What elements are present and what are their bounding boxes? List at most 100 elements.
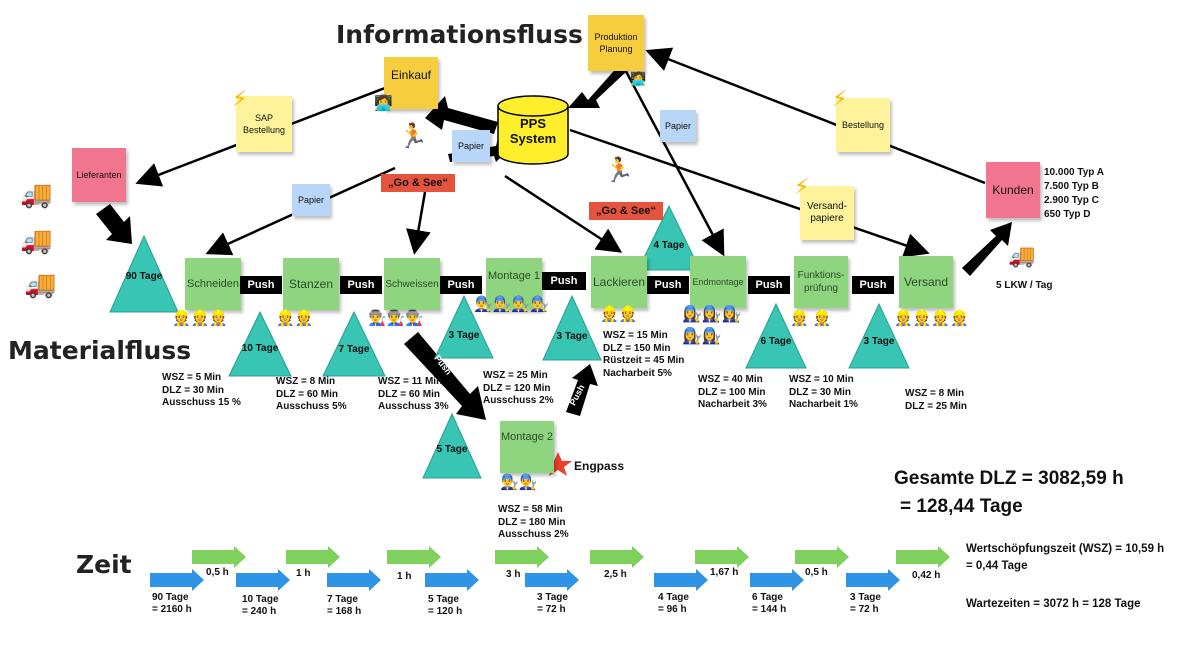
inventory-triangles xyxy=(109,204,910,479)
stats-schweissen: WSZ = 11 Min DLZ = 60 Min Ausschuss 3% xyxy=(378,376,449,412)
pps-system-database-icon xyxy=(497,95,569,165)
worker-icons: 👩‍🔧👩‍🔧👩‍🔧👩‍🔧👩‍🔧 xyxy=(682,306,742,345)
lieferanten-delivery-arrow xyxy=(96,204,132,244)
blue-time-arrow xyxy=(150,569,204,591)
process-schweissen: Schweissen xyxy=(384,258,440,310)
inventory-label: 90 Tage xyxy=(125,271,163,282)
worker-icons: 👷 👷 xyxy=(790,310,832,327)
inventory-triangle xyxy=(848,302,910,369)
inventory-label: 7 Tage xyxy=(338,344,370,355)
blue-time-arrow xyxy=(846,569,900,591)
worker-icons: 👨‍🔧👨‍🔧 xyxy=(500,474,538,491)
planner-person-icon: 🧑‍💻 xyxy=(630,71,647,86)
thick-arrows xyxy=(96,64,1012,420)
demand-line: 7.500 Typ B xyxy=(1044,181,1099,192)
blue-time-arrow xyxy=(425,569,479,591)
lightning-icon: ⚡ xyxy=(232,86,248,111)
einkauf-note: Einkauf xyxy=(384,57,438,109)
sap-bestellung-note: SAP Bestellung xyxy=(236,96,292,152)
inventory-triangle xyxy=(434,294,494,359)
versandpapiere-note: Versand-papiere xyxy=(800,186,854,240)
demand-line: 2.900 Typ C xyxy=(1044,195,1099,206)
buyer-person-icon: 👩‍💻 xyxy=(374,95,393,112)
informationsfluss-heading: Informationsfluss xyxy=(336,20,583,49)
truck-icon: 🚚 xyxy=(20,225,53,255)
pps-to-versand-arrow xyxy=(569,128,930,258)
lkw-label: 5 LKW / Tag xyxy=(996,280,1053,291)
wartezeiten-line: Wartezeiten = 3072 h = 128 Tage xyxy=(966,598,1141,610)
process-montage-1: Montage 1 xyxy=(486,258,542,310)
process-endmontage: Endmontage xyxy=(690,256,746,308)
push-label: Push xyxy=(340,276,382,294)
push-label: Push xyxy=(748,276,790,294)
go-see-label-2: „Go & See“ xyxy=(589,202,663,220)
process-funktionspruefung: Funktions-prüfung xyxy=(794,256,848,308)
push-label: Push xyxy=(852,276,894,294)
process-montage-2: Montage 2 xyxy=(500,421,554,473)
push-to-montage2-arrow xyxy=(404,332,486,420)
waiting-time-label: 7 Tage = 168 h xyxy=(327,594,362,617)
blue-time-arrow xyxy=(327,569,381,591)
stats-montage-1: WSZ = 25 Min DLZ = 120 Min Ausschuss 2% xyxy=(483,370,554,406)
inventory-label: 3 Tage xyxy=(448,330,480,341)
value-added-time-label: 1 h xyxy=(296,568,311,579)
inventory-triangle xyxy=(637,204,701,271)
inventory-triangle xyxy=(322,310,386,377)
worker-icons: 👷👷 xyxy=(276,310,314,327)
push-from-montage2-arrow xyxy=(566,364,598,416)
pps-to-einkauf-arrow xyxy=(425,96,498,134)
worker-icons: 👷👷👷 xyxy=(172,310,229,327)
green-time-arrow xyxy=(286,546,340,568)
green-time-arrow xyxy=(590,546,644,568)
value-added-time-label: 0,42 h xyxy=(912,570,941,581)
produktion-planung-note: Produktion Planung xyxy=(588,15,644,71)
inventory-label: 3 Tage xyxy=(556,331,588,342)
stats-versand: WSZ = 8 Min DLZ = 25 Min xyxy=(905,388,967,412)
stats-funktionspruefung: WSZ = 10 Min DLZ = 30 Min Nacharbeit 1% xyxy=(789,374,858,410)
kunden-note: Kunden xyxy=(986,162,1040,218)
blue-time-arrow xyxy=(525,569,579,591)
process-stanzen: Stanzen xyxy=(283,258,339,310)
lieferanten-note: Lieferanten xyxy=(72,148,126,202)
green-time-arrow xyxy=(695,546,749,568)
process-versand: Versand xyxy=(899,256,953,308)
inventory-label: 5 Tage xyxy=(436,444,468,455)
planung-to-endmontage-arrow xyxy=(618,59,725,257)
process-lackieren: Lackieren xyxy=(591,256,647,308)
stats-endmontage: WSZ = 40 Min DLZ = 100 Min Nacharbeit 3% xyxy=(698,374,767,410)
gesamt-dlz-line-2: = 128,44 Tage xyxy=(900,496,1023,517)
truck-icon: 🚚 xyxy=(1008,243,1036,268)
waiting-time-label: 3 Tage = 72 h xyxy=(537,592,568,615)
stats-stanzen: WSZ = 8 Min DLZ = 60 Min Ausschuss 5% xyxy=(276,376,347,412)
waiting-time-label: 3 Tage = 72 h xyxy=(850,592,881,615)
waiting-time-label: 6 Tage = 144 h xyxy=(752,592,787,615)
inventory-triangle xyxy=(109,234,179,313)
lightning-icon-2: ⚡ xyxy=(832,86,848,111)
green-time-arrow xyxy=(896,546,950,568)
inventory-label: 4 Tage xyxy=(653,240,685,251)
green-time-arrow xyxy=(495,546,549,568)
inventory-triangle xyxy=(228,310,292,377)
gesamt-dlz-line-1: Gesamte DLZ = 3082,59 h xyxy=(894,468,1124,489)
push-label: Push xyxy=(240,276,282,294)
blue-time-arrow xyxy=(236,569,290,591)
stats-lackieren: WSZ = 15 Min DLZ = 150 Min Rüstzeit = 45… xyxy=(603,330,685,379)
truck-icon: 🚚 xyxy=(20,179,53,209)
planung-to-pps-arrow xyxy=(568,64,628,108)
stats-schneiden: WSZ = 5 Min DLZ = 30 Min Ausschuss 15 % xyxy=(162,372,241,408)
value-added-time-label: 3 h xyxy=(506,569,521,580)
green-time-arrow xyxy=(387,546,441,568)
customer-demand-list: 10.000 Typ A 7.500 Typ B 2.900 Typ C 650… xyxy=(1044,166,1104,222)
papier-note-3: Papier xyxy=(660,110,696,142)
stats-montage-2: WSZ = 58 Min DLZ = 180 Min Ausschuss 2% xyxy=(498,504,569,540)
demand-line: 10.000 Typ A xyxy=(1044,167,1105,178)
gosee-to-schweissen-arrow xyxy=(406,191,431,255)
versand-to-kunden-arrow xyxy=(962,222,1012,276)
waiting-time-label: 90 Tage = 2160 h xyxy=(152,592,192,615)
push-label: Push xyxy=(440,276,482,294)
worker-icons: 👨‍🔧👨‍🔧👨‍🔧👨‍🔧 xyxy=(474,296,549,313)
worker-icons: 👷👷 xyxy=(600,306,638,323)
demand-line: 650 Typ D xyxy=(1044,209,1091,220)
process-schneiden: Schneiden xyxy=(185,258,241,310)
bestellung-note: Bestellung xyxy=(836,98,890,152)
